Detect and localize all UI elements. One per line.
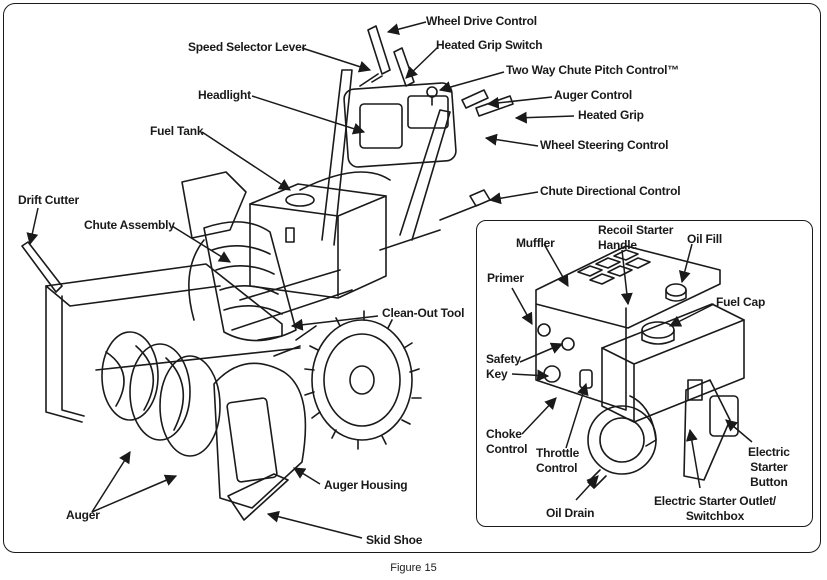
label-auger: Auger (66, 508, 100, 522)
label-wheel-steering-control: Wheel Steering Control (540, 138, 669, 152)
label-clean-out-tool: Clean-Out Tool (382, 306, 465, 320)
label-auger-control: Auger Control (554, 88, 633, 102)
label-oil-fill: Oil Fill (687, 232, 723, 246)
leader-lines (26, 21, 753, 539)
label-drift-cutter: Drift Cutter (18, 193, 79, 207)
label-electric-starter-outlet: Electric Starter Outlet/ Switchbox (654, 494, 776, 523)
main-engine-drawing (249, 171, 391, 299)
label-chute-assembly: Chute Assembly (84, 218, 175, 232)
handlebar-drawing (321, 25, 514, 246)
label-auger-housing: Auger Housing (324, 478, 408, 492)
figure-caption: Figure 15 (390, 562, 437, 574)
label-choke-control: Choke Control (486, 427, 528, 456)
label-electric-starter-button: Electric Starter Button (748, 445, 790, 489)
label-safety-key: Safety Key (486, 352, 521, 381)
label-muffler: Muffler (516, 236, 555, 250)
label-speed-selector-lever: Speed Selector Lever (188, 40, 307, 54)
frame-rail-drawing (231, 229, 441, 331)
label-throttle-control: Throttle Control (536, 446, 580, 475)
label-fuel-tank: Fuel Tank (150, 124, 204, 138)
label-oil-drain: Oil Drain (546, 506, 595, 520)
label-skid-shoe: Skid Shoe (366, 533, 423, 547)
wheel-drawing (273, 310, 422, 450)
label-fuel-cap: Fuel Cap (716, 295, 766, 309)
figure-frame (3, 3, 821, 553)
label-recoil-starter-handle: Recoil Starter Handle (598, 223, 674, 252)
auger-housing-drawing (21, 241, 307, 521)
label-wheel-drive-control: Wheel Drive Control (426, 14, 537, 28)
label-primer: Primer (487, 271, 524, 285)
label-heated-grip: Heated Grip (578, 108, 644, 122)
label-two-way-chute-pitch-control: Two Way Chute Pitch Control™ (506, 63, 680, 77)
chute-drawing (181, 171, 297, 342)
label-headlight: Headlight (198, 88, 251, 102)
label-heated-grip-switch: Heated Grip Switch (436, 38, 543, 52)
label-chute-directional-control: Chute Directional Control (540, 184, 681, 198)
engine-inset-frame (476, 220, 813, 527)
auger-drawing (95, 331, 301, 457)
